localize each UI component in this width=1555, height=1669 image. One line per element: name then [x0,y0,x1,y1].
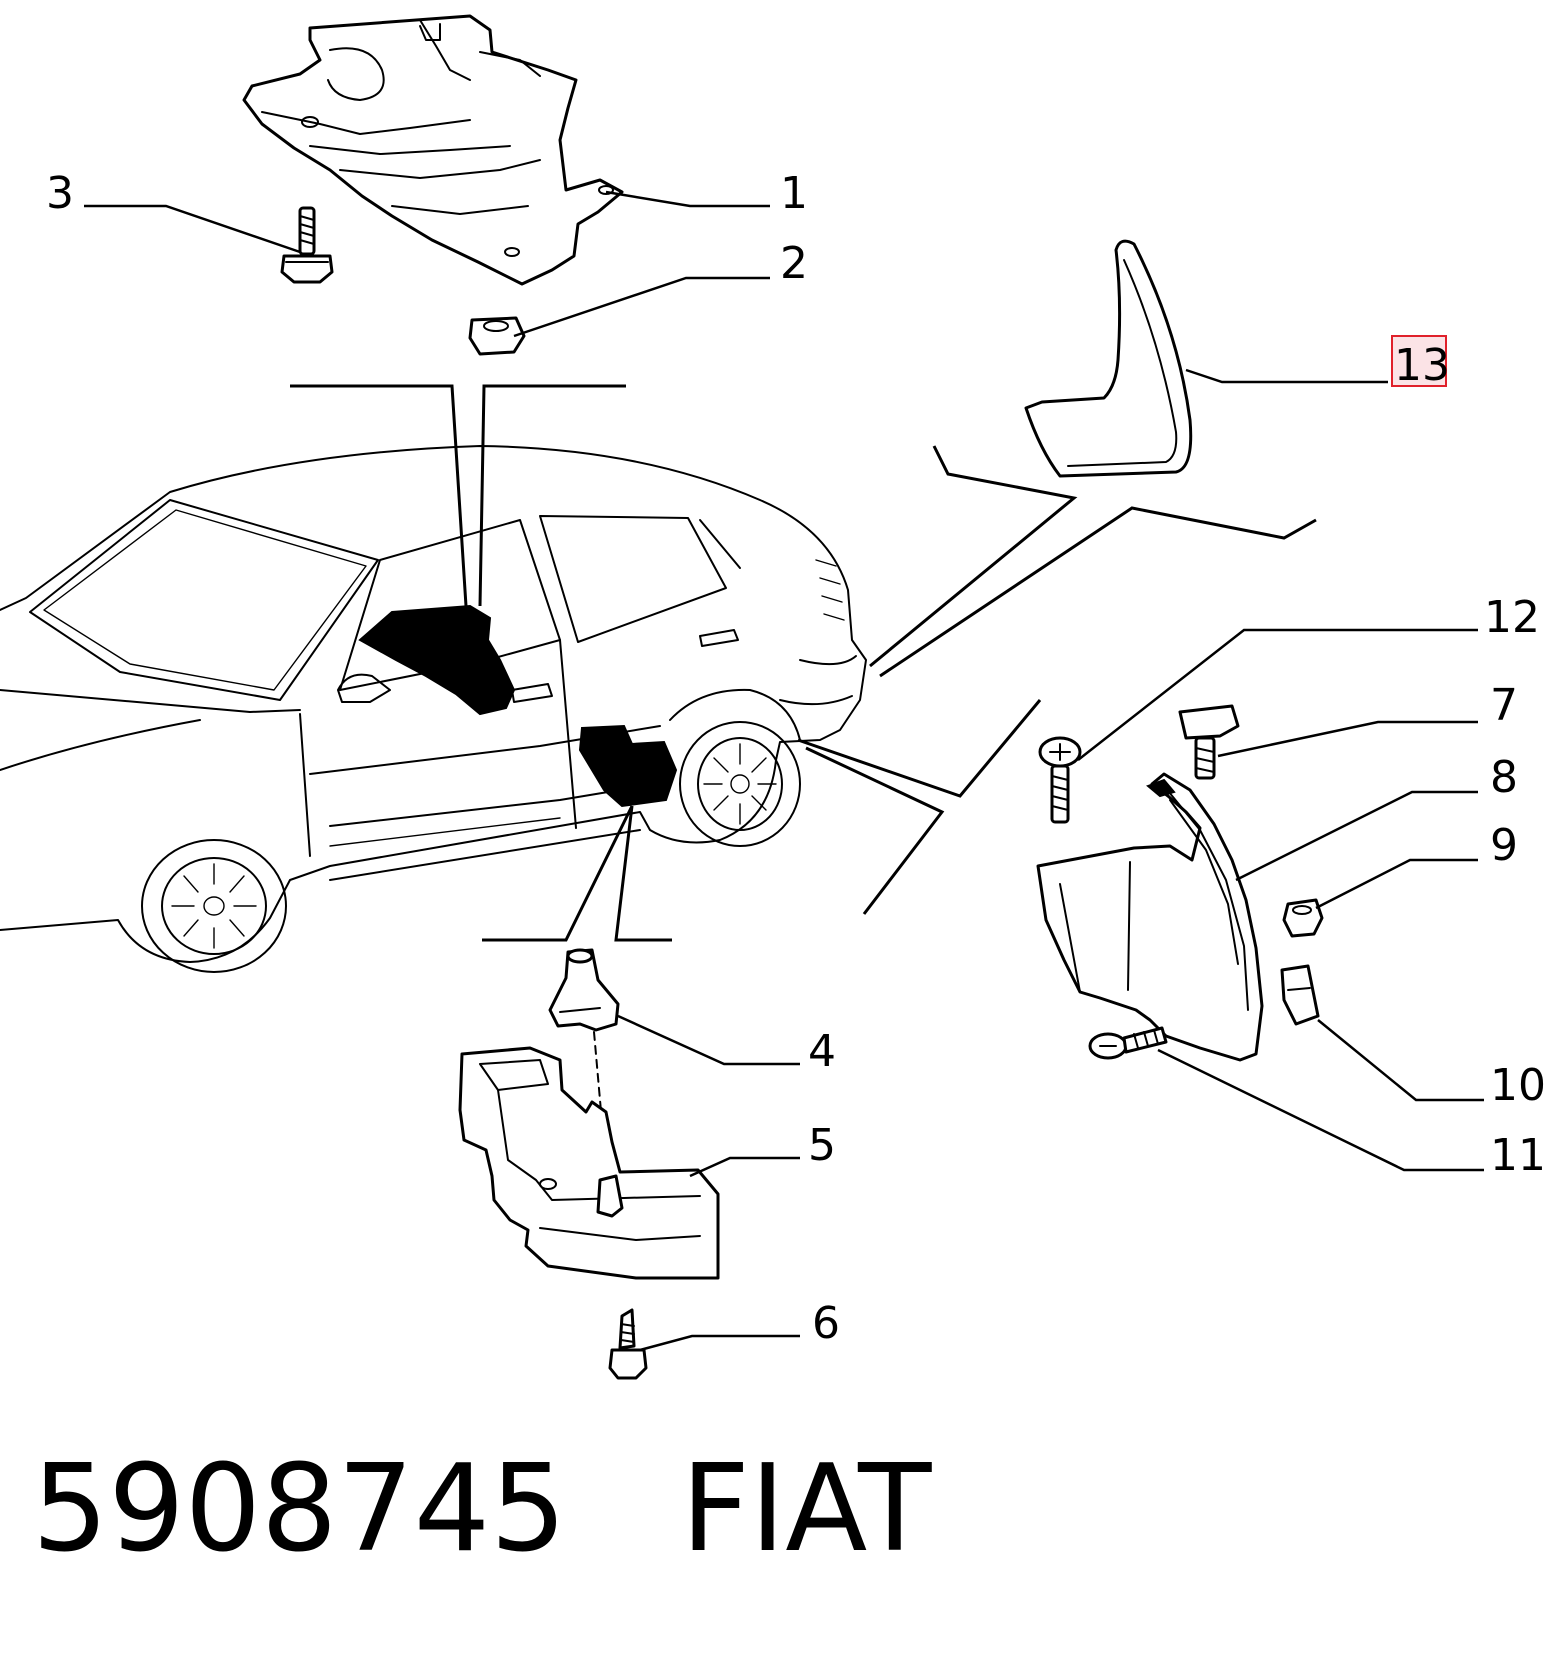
callout-4: 4 [808,1026,836,1077]
callout-8: 8 [1490,752,1518,803]
leader-3 [84,204,301,254]
leader-1 [605,190,770,208]
part-4-bracket [548,948,620,1032]
part-number: 5908745 [32,1440,567,1579]
sill-location-marker [578,724,678,808]
part-1-upper-shield [242,14,624,286]
leader-10 [1317,1019,1484,1102]
callout-2: 2 [780,238,808,289]
leader-8 [1235,790,1478,882]
callout-1: 1 [780,168,808,219]
callout-6: 6 [812,1298,840,1349]
part-13-mudflap [1024,239,1193,478]
footer-caption: 5908745 FIAT [32,1450,931,1570]
guide-lines [290,384,1317,942]
callout-13-highlight-box [1391,335,1447,387]
part-12-screw [1038,736,1082,824]
callout-9: 9 [1490,820,1518,871]
callout-3: 3 [46,168,74,219]
shield-location-marker [358,604,516,716]
leader-4 [617,1014,800,1066]
callout-13: 13 [1394,340,1450,391]
leader-5 [689,1156,800,1178]
rear-wheel [669,688,801,847]
leader-12 [1077,628,1478,761]
leader-13 [1185,368,1388,384]
callout-12: 12 [1484,592,1540,643]
part-10-clip [1280,964,1320,1026]
part-2-nut [468,316,526,356]
part-11-screw [1088,1026,1168,1060]
callout-5: 5 [808,1120,836,1171]
part-9-nut [1282,898,1324,938]
part-3-screw [280,206,334,284]
car-body [0,445,867,973]
leader-7 [1217,720,1478,758]
leader-2 [513,276,770,338]
callout-7: 7 [1490,680,1518,731]
front-wheel [141,839,287,973]
part-5-sill-support [458,1046,720,1280]
brand-name: FIAT [680,1440,932,1579]
leader-11 [1157,1048,1484,1172]
callout-11: 11 [1490,1130,1546,1181]
leader-lines [84,190,1484,1352]
part-7-clip-bolt [1178,704,1240,780]
leader-9 [1315,858,1478,910]
callout-10: 10 [1490,1060,1546,1111]
leader-6 [639,1334,800,1352]
part-8-wheel-liner [1036,772,1264,1062]
callout-labels: 1 2 3 4 5 6 7 8 9 10 11 12 13 [46,168,1546,1349]
part-6-screw [608,1308,648,1380]
